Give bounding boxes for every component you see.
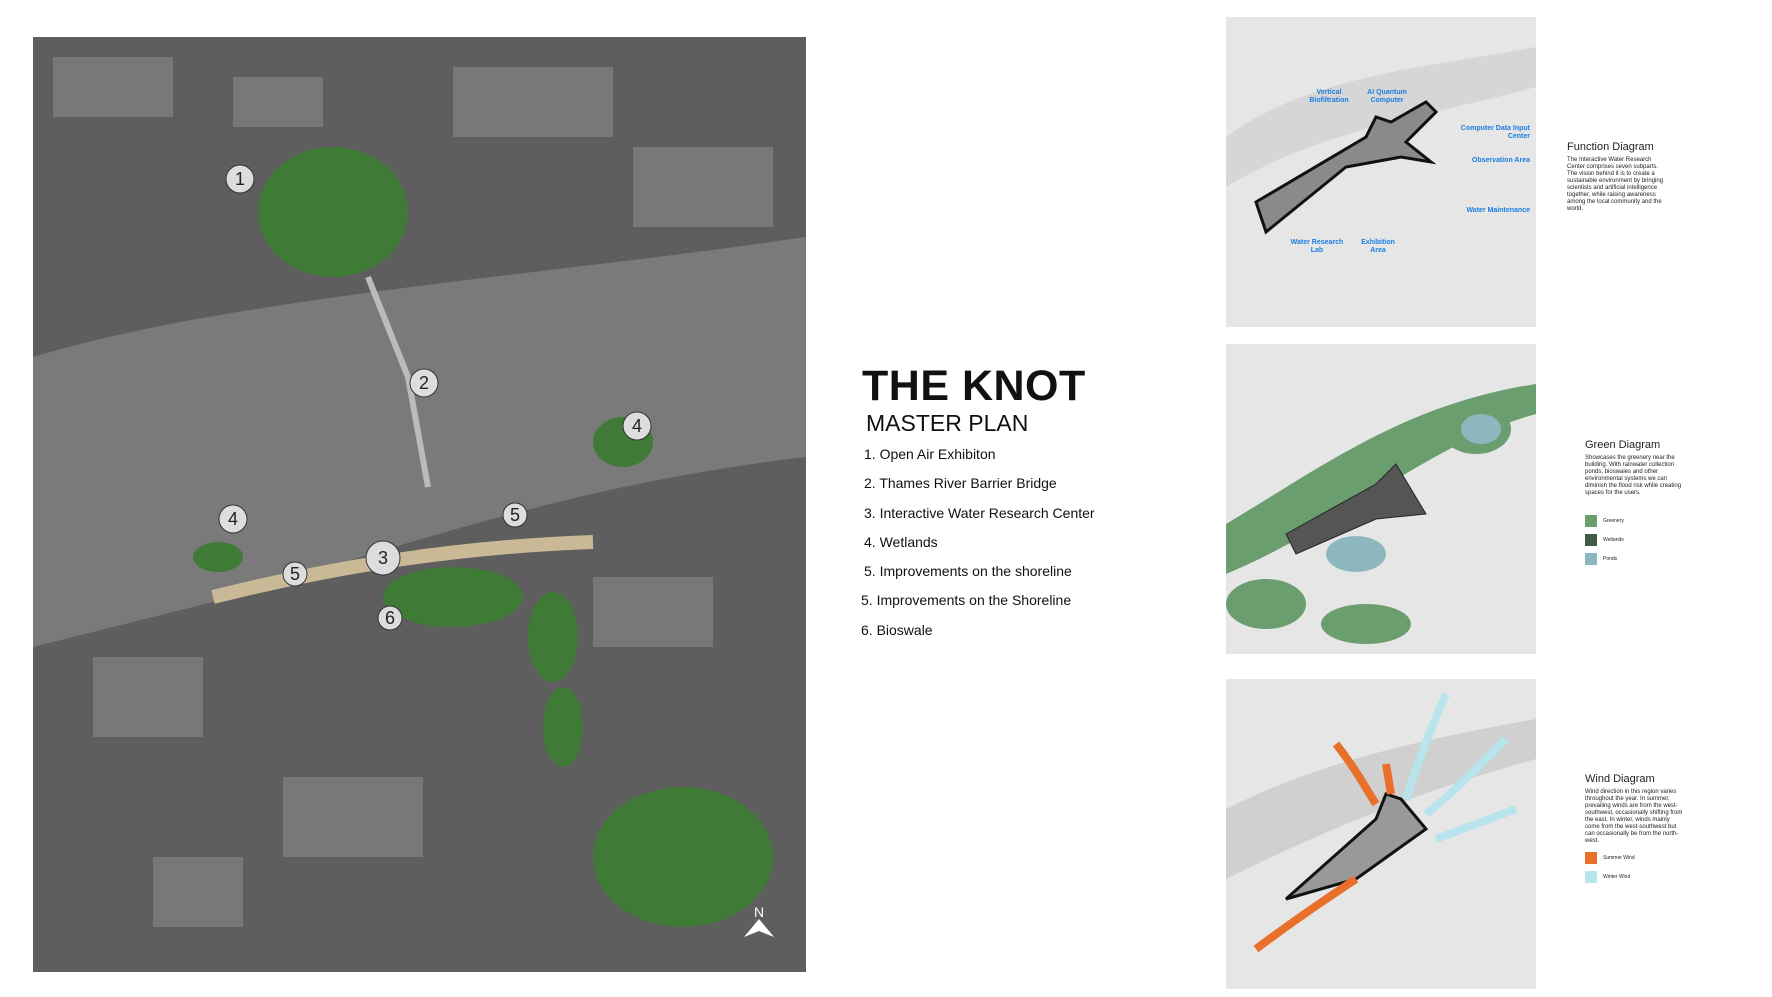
legend-wetlands: Wetlands <box>1585 534 1685 546</box>
legend-item: 5. Improvements on the shoreline <box>864 563 1072 580</box>
master-plan-legend: 1. Open Air Exhibiton 2. Thames River Ba… <box>861 446 1095 651</box>
legend-item: 3. Interactive Water Research Center <box>864 504 1095 521</box>
legend-item: 4. Wetlands <box>864 533 938 550</box>
svg-text:5: 5 <box>510 505 520 525</box>
page-title: THE KNOT <box>862 362 1086 410</box>
map-markers: 1 2 4 4 5 3 5 6 <box>218 164 652 631</box>
wind-diagram <box>1226 679 1536 989</box>
north-arrow-icon: N <box>744 904 774 937</box>
svg-text:2: 2 <box>419 373 429 393</box>
label-vertical-biofiltration: Vertical Biofiltration <box>1309 89 1349 104</box>
svg-text:N: N <box>754 904 764 920</box>
marker-4a: 4 <box>622 411 652 441</box>
svg-text:4: 4 <box>228 509 238 529</box>
svg-text:1: 1 <box>235 169 245 189</box>
legend-greenery: Greenery <box>1585 515 1685 527</box>
master-plan-map: 1 2 4 4 5 3 5 6 N <box>33 37 806 972</box>
label-observation-area: Observation Area <box>1471 157 1530 164</box>
marker-4b: 4 <box>218 504 248 534</box>
page-subtitle: MASTER PLAN <box>866 410 1029 436</box>
label-exhibition-area: Exhibition Area <box>1361 239 1395 254</box>
legend-item: 2. Thames River Barrier Bridge <box>864 475 1057 492</box>
green-diagram <box>1226 344 1536 654</box>
label-computer-data-input-center: Computer Data Input Center <box>1460 125 1530 140</box>
marker-6: 6 <box>377 605 403 631</box>
label-water-research-lab: Water Research Lab <box>1290 239 1344 254</box>
greenery <box>193 147 773 927</box>
label-water-maintenance: Water Maintenance <box>1466 207 1530 214</box>
svg-text:3: 3 <box>378 548 388 568</box>
legend-item: 5. Improvements on the Shoreline <box>861 592 1072 609</box>
marker-3: 3 <box>365 540 401 576</box>
label-ai-quantum-computer: AI Quantum Computer <box>1367 89 1407 104</box>
svg-text:6: 6 <box>385 608 395 628</box>
marker-2: 2 <box>409 368 439 398</box>
barrier-bridge <box>365 275 431 488</box>
legend-item: 6. Bioswale <box>861 621 933 638</box>
summer-wind-arrows <box>1253 741 1395 953</box>
legend-summer-wind: Summer Wind <box>1585 852 1685 864</box>
marker-5a: 5 <box>502 502 528 528</box>
legend-winter-wind: Winter Wind <box>1585 871 1685 883</box>
marker-1: 1 <box>225 164 255 194</box>
svg-text:5: 5 <box>290 564 300 584</box>
legend-ponds: Ponds <box>1585 553 1685 565</box>
winter-wind-arrows <box>1402 692 1518 843</box>
legend-item: 1. Open Air Exhibiton <box>864 446 996 462</box>
svg-text:4: 4 <box>632 416 642 436</box>
marker-5b: 5 <box>282 561 308 587</box>
function-diagram: Vertical Biofiltration AI Quantum Comput… <box>1226 17 1536 327</box>
